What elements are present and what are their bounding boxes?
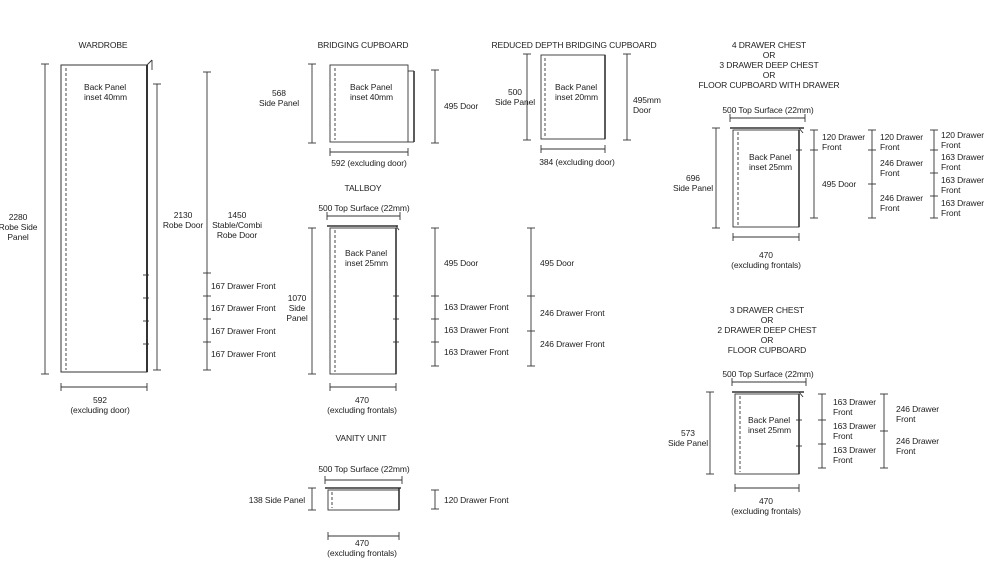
bridging-width-dimension	[329, 148, 409, 156]
tallboy-drawing	[327, 225, 400, 375]
chest4-col1-dimension	[810, 129, 818, 219]
chest4-side-dimension	[712, 127, 720, 229]
wardrobe-side-dimension	[41, 63, 49, 375]
reduced-side-dimension	[523, 53, 531, 141]
reduced-width-label: 384 (excluding door)	[539, 157, 615, 167]
reduced-title: REDUCED DEPTH BRIDGING CUPBOARD	[491, 40, 657, 50]
tallboy-drawer-front-label: 163 Drawer Front	[444, 325, 509, 335]
bridging-side-dimension	[308, 63, 316, 144]
chest4-col1-door-label: 495 Door	[822, 179, 857, 189]
chest4-top-dimension	[729, 114, 806, 122]
wardrobe-drawer-front-label: 167 Drawer Front	[211, 303, 276, 313]
chest3-col2-dimension	[880, 393, 888, 469]
tallboy-width-label: 470(excluding frontals)	[327, 395, 397, 415]
wardrobe-drawing	[60, 59, 153, 373]
chest3-drawing	[732, 391, 804, 475]
bridging-title: BRIDGING CUPBOARD	[317, 40, 409, 50]
tallboy-top-surface-label: 500 Top Surface (22mm)	[318, 203, 410, 213]
tallboy-alt-dimension	[527, 227, 535, 367]
tallboy-top-dimension	[326, 212, 401, 220]
tallboy-title: TALLBOY	[344, 183, 382, 193]
chest3-width-label: 470(excluding frontals)	[731, 496, 801, 516]
tallboy-drawer-front-label: 163 Drawer Front	[444, 347, 509, 357]
wardrobe-width-dimension	[60, 383, 148, 391]
vanity-width-label: 470(excluding frontals)	[327, 538, 397, 558]
tallboy-side-dimension	[308, 227, 316, 375]
bridging-door-dimension	[431, 69, 439, 144]
bridging-width-label: 592 (excluding door)	[331, 158, 407, 168]
tallboy-alt-drawer-front-label: 246 Drawer Front	[540, 339, 605, 349]
tallboy-alt-drawer-front-label: 246 Drawer Front	[540, 308, 605, 318]
tallboy-door-dimension	[431, 227, 439, 367]
vanity-top-dimension	[324, 476, 403, 484]
reduced-width-dimension	[540, 145, 606, 153]
vanity-drawer-front-label: 120 Drawer Front	[444, 495, 509, 505]
chest4-width-dimension	[732, 233, 800, 241]
vanity-width-dimension	[327, 532, 400, 540]
vanity-title: VANITY UNIT	[335, 433, 387, 443]
tallboy-alt-door-label: 495 Door	[540, 258, 575, 268]
wardrobe-drawer-front-label: 167 Drawer Front	[211, 349, 276, 359]
chest4-width-label: 470(excluding frontals)	[731, 250, 801, 270]
vanity-side-panel-label: 138 Side Panel	[248, 495, 305, 505]
chest3-top-dimension	[731, 378, 807, 386]
chest3-width-dimension	[734, 484, 800, 492]
tallboy-drawer-front-label: 163 Drawer Front	[444, 302, 509, 312]
chest4-col3-dimension	[930, 129, 938, 219]
vanity-drawing	[325, 487, 401, 511]
bridging-door-label: 495 Door	[444, 101, 479, 111]
wardrobe-width-label: 592(excluding door)	[70, 395, 130, 415]
vanity-drawer-dimension	[431, 489, 439, 510]
tallboy-width-dimension	[329, 383, 397, 391]
chest3-side-dimension	[706, 391, 714, 475]
wardrobe-combi-dimension	[203, 71, 211, 371]
vanity-side-dimension	[308, 487, 316, 511]
chest3-top-surface-label: 500 Top Surface (22mm)	[722, 369, 814, 379]
chest3-col1-dimension	[818, 393, 826, 469]
bridging-drawing	[329, 64, 415, 143]
wardrobe-robe-door-dimension	[153, 83, 161, 371]
tallboy-door-label: 495 Door	[444, 258, 479, 268]
reduced-door-dimension	[623, 53, 631, 141]
chest4-top-surface-label: 500 Top Surface (22mm)	[722, 105, 814, 115]
vanity-top-surface-label: 500 Top Surface (22mm)	[318, 464, 410, 474]
chest4-drawing	[730, 127, 804, 228]
reduced-drawing	[540, 54, 606, 140]
chest4-col2-dimension	[868, 129, 876, 219]
wardrobe-drawer-front-label: 167 Drawer Front	[211, 281, 276, 291]
wardrobe-title: WARDROBE	[78, 40, 128, 50]
wardrobe-drawer-front-label: 167 Drawer Front	[211, 326, 276, 336]
